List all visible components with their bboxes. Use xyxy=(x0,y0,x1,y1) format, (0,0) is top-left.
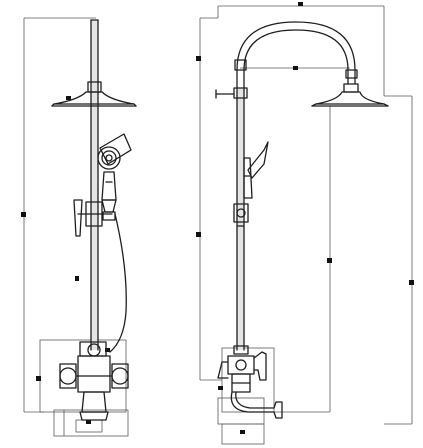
dimension-marker xyxy=(218,386,223,390)
side-mixer xyxy=(59,341,129,421)
dimension-marker xyxy=(75,276,79,281)
side-hose xyxy=(109,213,127,353)
dimension-marker xyxy=(36,376,41,381)
dimension-marker xyxy=(293,66,298,70)
side-shower-head xyxy=(51,81,137,107)
front-slide-holder xyxy=(233,203,249,227)
front-view xyxy=(196,2,414,445)
side-diverter xyxy=(73,199,113,237)
dimension-marker xyxy=(105,348,110,352)
front-dimension-lines xyxy=(196,2,414,445)
front-wall-bracket xyxy=(215,89,235,99)
front-hand-shower xyxy=(243,141,269,199)
dimension-marker xyxy=(240,430,245,434)
dimension-marker xyxy=(196,56,201,61)
front-shower-head xyxy=(311,83,389,107)
dimension-marker xyxy=(409,280,414,285)
front-riser-pipe xyxy=(237,88,244,350)
front-gooseneck-arm xyxy=(234,21,358,89)
dimension-marker xyxy=(196,232,201,237)
dimension-marker xyxy=(327,258,332,263)
dimension-marker xyxy=(21,212,26,217)
dimension-marker xyxy=(66,96,71,100)
front-spout xyxy=(230,391,283,419)
dimension-marker xyxy=(86,420,91,424)
side-hand-shower xyxy=(97,133,132,221)
side-riser-pipe xyxy=(91,20,98,350)
dimension-marker xyxy=(298,2,303,6)
front-mixer xyxy=(217,345,267,393)
side-view xyxy=(21,17,137,437)
